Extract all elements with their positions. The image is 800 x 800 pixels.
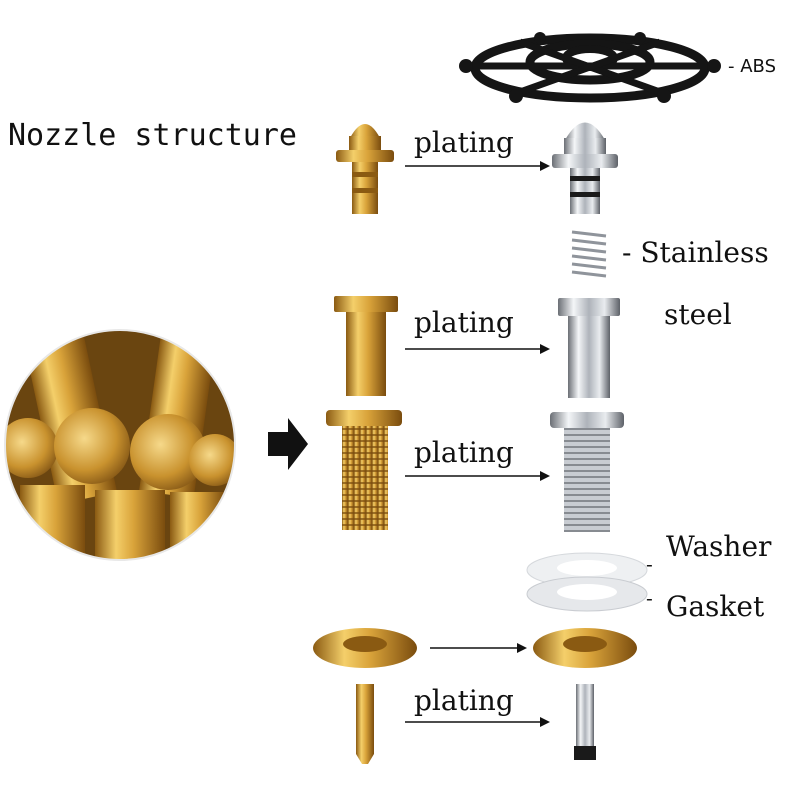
- washer-dash: -: [646, 552, 653, 576]
- wheel-cap: [459, 32, 721, 103]
- gasket-dash: -: [646, 586, 653, 610]
- brass-rods-photo: [4, 329, 236, 561]
- material-label-abs: - ABS: [728, 56, 776, 77]
- step-label-1: plating: [414, 126, 514, 159]
- chrome-flange: [533, 628, 637, 668]
- step-label-2: plating: [414, 306, 514, 339]
- material-label-stainless: - Stainless: [622, 236, 769, 269]
- brass-threaded-body: [326, 410, 402, 530]
- spring: [571, 230, 607, 278]
- step-label-3: plating: [414, 436, 514, 469]
- chrome-tube: [558, 298, 620, 398]
- gasket: [526, 576, 648, 612]
- right-arrow-icon: [268, 418, 308, 470]
- chrome-nozzle-tip: [552, 122, 618, 214]
- step-label-4: plating: [414, 684, 514, 717]
- material-label-washer: Washer: [666, 530, 772, 563]
- chrome-pin: [574, 684, 596, 760]
- diagram-title: Nozzle structure: [8, 118, 297, 153]
- material-label-gasket: Gasket: [666, 590, 765, 623]
- brass-nozzle-tip: [336, 124, 394, 214]
- brass-flange: [313, 628, 417, 668]
- washer: [526, 552, 648, 588]
- chrome-threaded-body: [550, 412, 624, 532]
- brass-pin: [356, 684, 374, 764]
- process-arrows: [405, 161, 550, 727]
- material-label-steel: steel: [664, 298, 732, 331]
- brass-tube: [334, 296, 398, 396]
